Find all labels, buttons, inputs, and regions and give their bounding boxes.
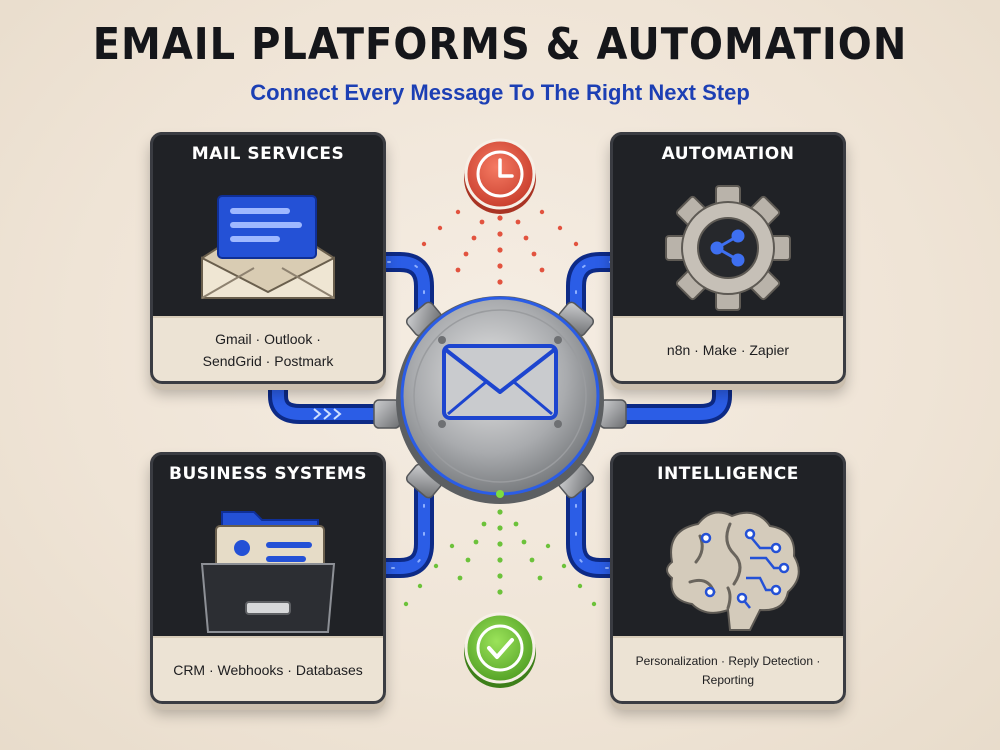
page-title: EMAIL PLATFORMS & AUTOMATION xyxy=(92,20,908,70)
tube-business-to-hub xyxy=(326,470,434,578)
hub-joints xyxy=(373,301,627,499)
card-title: INTELLIGENCE xyxy=(657,464,799,484)
tube-right-to-hub xyxy=(604,378,732,424)
envelope-letter-icon xyxy=(201,195,335,299)
tube-left-to-hub xyxy=(268,378,396,424)
card-items: Personalization · Reply Detection · Repo… xyxy=(610,636,846,704)
card-intelligence: INTELLIGENCE Personalization · Reply Det… xyxy=(610,452,846,704)
envelope-hub-icon xyxy=(396,296,604,504)
card-items-text: CRM · Webhooks · Databases xyxy=(173,662,363,679)
card-items-line-1: Gmail · Outlook · xyxy=(215,331,321,348)
card-business-systems: BUSINESS SYSTEMS CRM · Webhooks · Databa… xyxy=(150,452,386,704)
contact-file-drawer-icon xyxy=(200,511,336,633)
page-subtitle: Connect Every Message To The Right Next … xyxy=(250,80,750,105)
card-items-text: Personalization · Reply Detection · Repo… xyxy=(635,654,821,687)
card-automation: AUTOMATION n8n · M xyxy=(610,132,846,384)
card-title: AUTOMATION xyxy=(661,144,795,164)
card-title: BUSINESS SYSTEMS xyxy=(169,464,367,484)
card-title: MAIL SERVICES xyxy=(191,144,345,164)
card-items-text: n8n · Make · Zapier xyxy=(666,342,790,359)
tube-automation-to-hub xyxy=(566,252,678,334)
card-items: CRM · Webhooks · Databases xyxy=(150,636,386,704)
flow-arrows-icon xyxy=(313,408,342,420)
card-items: Gmail · Outlook · SendGrid · Postmark xyxy=(150,316,386,384)
signal-dots-bottom xyxy=(403,509,597,607)
tube-mail-to-hub xyxy=(322,252,434,334)
clock-icon xyxy=(464,138,536,214)
card-items: n8n · Make · Zapier xyxy=(610,316,846,384)
card-mail-services: MAIL SERVICES Gmail · Outlook · SendGrid… xyxy=(150,132,386,384)
check-icon xyxy=(464,612,536,688)
tube-intelligence-to-hub xyxy=(566,470,674,578)
card-items-line-2: SendGrid · Postmark xyxy=(202,353,334,369)
brain-circuit-icon xyxy=(666,511,800,631)
signal-dots-top xyxy=(421,209,579,285)
gear-share-icon xyxy=(665,185,791,311)
